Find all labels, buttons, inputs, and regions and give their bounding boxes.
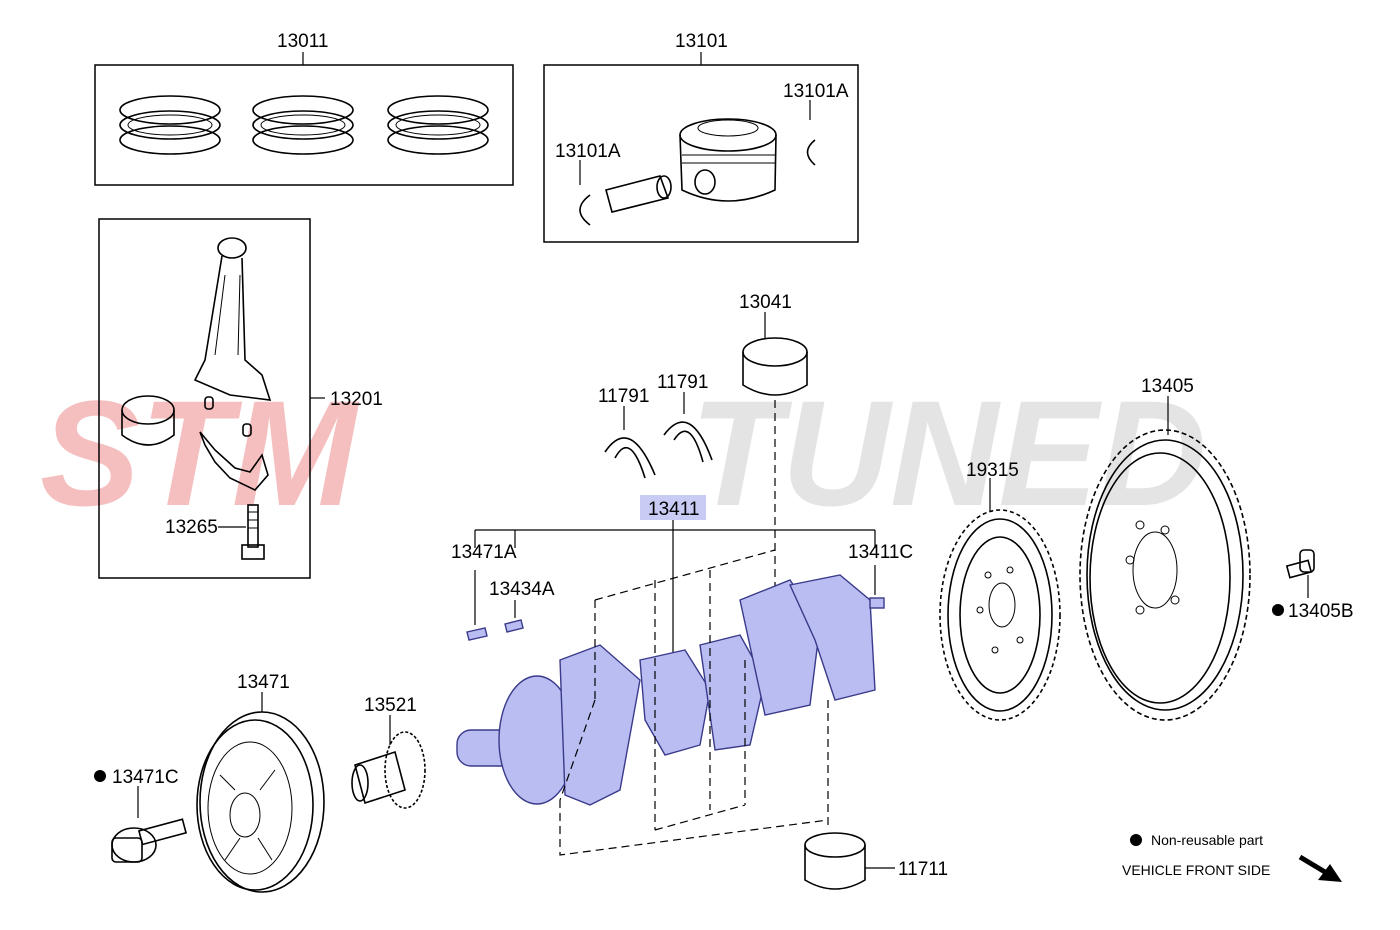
label-13265[interactable]: 13265 (165, 517, 218, 538)
rod-cap-icon (199, 431, 269, 491)
piston-pin-icon (605, 175, 672, 213)
piston-ring-set[interactable] (94, 52, 514, 186)
snap-ring-left-icon (579, 194, 591, 226)
rod-bearing-icon (121, 395, 175, 446)
pulley-bolt[interactable] (94, 770, 188, 863)
label-11791-b[interactable]: 11791 (657, 372, 708, 393)
ring-stack-1-icon (119, 95, 221, 155)
connecting-rod-assembly[interactable] (98, 218, 325, 579)
ring-stack-3-icon (387, 95, 489, 155)
piston-assembly[interactable] (543, 52, 859, 243)
non-reusable-dot-13471C (94, 770, 106, 782)
label-13011[interactable]: 13011 (277, 31, 328, 52)
label-13201[interactable]: 13201 (330, 389, 383, 410)
label-13405B[interactable]: 13405B (1288, 601, 1354, 622)
label-13521[interactable]: 13521 (364, 695, 417, 716)
label-13101[interactable]: 13101 (675, 31, 728, 52)
front-arrow-icon (1298, 854, 1342, 882)
thrust-washer-2[interactable] (663, 392, 713, 463)
flywheel-bolt[interactable] (1272, 549, 1315, 616)
snap-ring-right-icon (806, 139, 816, 166)
flywheel[interactable] (1079, 396, 1251, 721)
label-13471C[interactable]: 13471C (112, 767, 179, 788)
key-13471A-icon (466, 627, 488, 641)
label-13411[interactable]: 13411 (648, 499, 699, 520)
label-13471[interactable]: 13471 (237, 672, 290, 693)
label-13411C[interactable]: 13411C (848, 542, 913, 563)
watermark: STM TUNED (40, 369, 1207, 537)
label-13101A-top[interactable]: 13101A (783, 81, 849, 102)
label-13405[interactable]: 13405 (1141, 376, 1194, 397)
thrust-washer-1[interactable] (604, 406, 656, 479)
label-13434A[interactable]: 13434A (489, 579, 555, 600)
legend-non-reusable: Non-reusable part (1151, 832, 1263, 848)
connecting-rod-icon (193, 237, 272, 401)
watermark-right: TUNED (690, 369, 1207, 537)
crankshaft-body-icon (456, 574, 876, 806)
drive-plate[interactable] (939, 478, 1061, 721)
label-13471A[interactable]: 13471A (451, 542, 517, 563)
crank-pulley[interactable] (196, 692, 325, 893)
watermark-left: STM (40, 369, 360, 537)
non-reusable-dot-13405B (1272, 604, 1284, 616)
crank-sprocket[interactable] (351, 715, 426, 809)
piston-icon (679, 118, 777, 202)
label-11791-a[interactable]: 11791 (598, 386, 649, 407)
legend: Non-reusable part VEHICLE FRONT SIDE (1122, 832, 1342, 882)
dowel-1-icon (204, 396, 214, 410)
ring-stack-2-icon (252, 95, 354, 155)
label-11711[interactable]: 11711 (898, 859, 948, 880)
main-bearing-lower[interactable] (804, 832, 895, 890)
key-13434A-icon (504, 619, 524, 633)
main-bearing-upper[interactable] (742, 312, 808, 590)
non-reusable-dot-icon (1130, 834, 1142, 846)
label-13101A-left[interactable]: 13101A (555, 141, 621, 162)
crankshaft[interactable] (456, 495, 885, 856)
rod-bolt-icon (241, 504, 265, 560)
label-13041[interactable]: 13041 (739, 292, 792, 313)
dowel-2-icon (242, 423, 252, 437)
legend-vehicle-front: VEHICLE FRONT SIDE (1122, 862, 1270, 878)
label-19315[interactable]: 19315 (966, 460, 1019, 481)
pin-13411C-icon (869, 597, 885, 609)
